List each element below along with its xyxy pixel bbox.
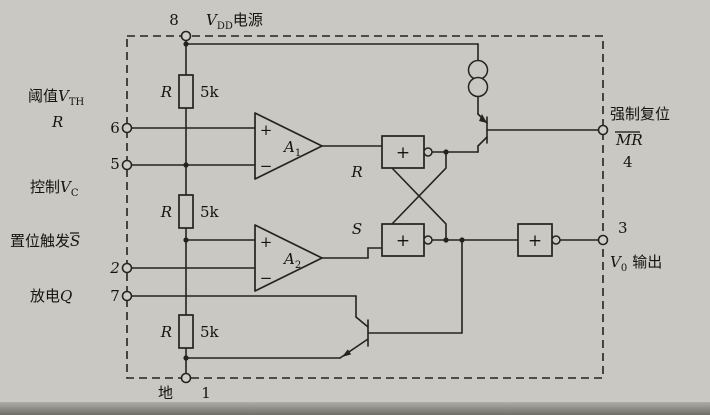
emitter-arrow: [479, 114, 487, 123]
junction-dot: [183, 355, 189, 361]
resistor-2-value: 5k: [200, 203, 220, 221]
resistor-3-name: R: [160, 323, 172, 341]
a2-name: A2: [282, 250, 301, 271]
junction-dot: [459, 237, 465, 243]
pin-8-terminal: [180, 30, 192, 42]
comparator-a1: [254, 112, 323, 180]
junction-dot: [183, 237, 189, 243]
junction-dot: [443, 149, 449, 155]
comparator-a2: [254, 224, 323, 292]
threshold-label: 阈值VTH: [28, 87, 85, 108]
nor-gate-s-symbol: +: [396, 231, 410, 251]
resistor-1-name: R: [160, 83, 172, 101]
junction-dot: [183, 41, 189, 47]
wire-crosscouple-r-to-s: [391, 151, 447, 225]
pin-1-number: 1: [201, 384, 211, 402]
ground-label: 地: [158, 384, 173, 402]
pin-3-number: 3: [618, 219, 628, 237]
a2-plus-input: +: [260, 233, 273, 251]
trigger-label: 置位触发S: [10, 232, 80, 250]
pin-8-number: 8: [169, 11, 179, 29]
threshold-alt-label: R: [51, 113, 63, 131]
resistor-3-value: 5k: [200, 323, 220, 341]
scan-shadow: [0, 402, 710, 415]
pin-2-number: 2: [109, 259, 120, 277]
pin-5-number: 5: [110, 155, 120, 173]
pin-6-number: 6: [110, 119, 120, 137]
mr-transistor: [477, 113, 488, 153]
resistor-1: [178, 74, 194, 109]
a2-minus-input: −: [260, 269, 273, 287]
mr-label: MR: [615, 131, 643, 149]
a1-plus-input: +: [260, 121, 273, 139]
nor-gate-s: [381, 223, 425, 257]
pin-7-terminal: [121, 290, 133, 302]
pin-4-number: 4: [623, 153, 633, 171]
pin-5-terminal: [121, 159, 133, 171]
discharge-label: 放电Q: [30, 287, 72, 305]
output-buffer-gate: [517, 223, 553, 257]
resistor-2: [178, 194, 194, 229]
vdd-label: VDD电源: [206, 11, 263, 32]
pin-1-terminal: [180, 372, 192, 384]
control-label: 控制VC: [30, 178, 79, 199]
a1-minus-input: −: [260, 157, 273, 175]
nor-gate-r-symbol: +: [396, 143, 410, 163]
ic-boundary: [126, 35, 604, 379]
current-source-icon: [467, 59, 489, 98]
pin-4-terminal: [597, 124, 609, 136]
wire-a2-out: [321, 247, 383, 259]
output-buffer-bubble: [551, 235, 561, 245]
discharge-transistor: [339, 295, 369, 359]
resistor-1-value: 5k: [200, 83, 220, 101]
nor-gate-r-bubble: [423, 147, 433, 157]
pin-7-number: 7: [110, 287, 120, 305]
junction-dot: [443, 237, 449, 243]
resistor-3: [178, 314, 194, 349]
junction-dot: [183, 162, 189, 168]
master-reset-label: 强制复位: [610, 105, 670, 123]
pin-2-terminal: [121, 262, 133, 274]
junction-dots: [183, 41, 465, 361]
a1-name: A1: [282, 138, 301, 159]
nor-gate-r: [381, 135, 425, 169]
latch-r-label: R: [350, 163, 362, 181]
nor-gate-s-bubble: [423, 235, 433, 245]
output-buffer-symbol: +: [528, 231, 542, 251]
wire-latch-to-discharge-base: [367, 239, 463, 334]
pin-3-terminal: [597, 234, 609, 246]
resistor-2-name: R: [160, 203, 172, 221]
emitter-arrow: [342, 349, 352, 357]
pin-6-terminal: [121, 122, 133, 134]
latch-s-label: S: [352, 220, 362, 238]
wire-crosscouple-s-to-r: [391, 167, 447, 241]
